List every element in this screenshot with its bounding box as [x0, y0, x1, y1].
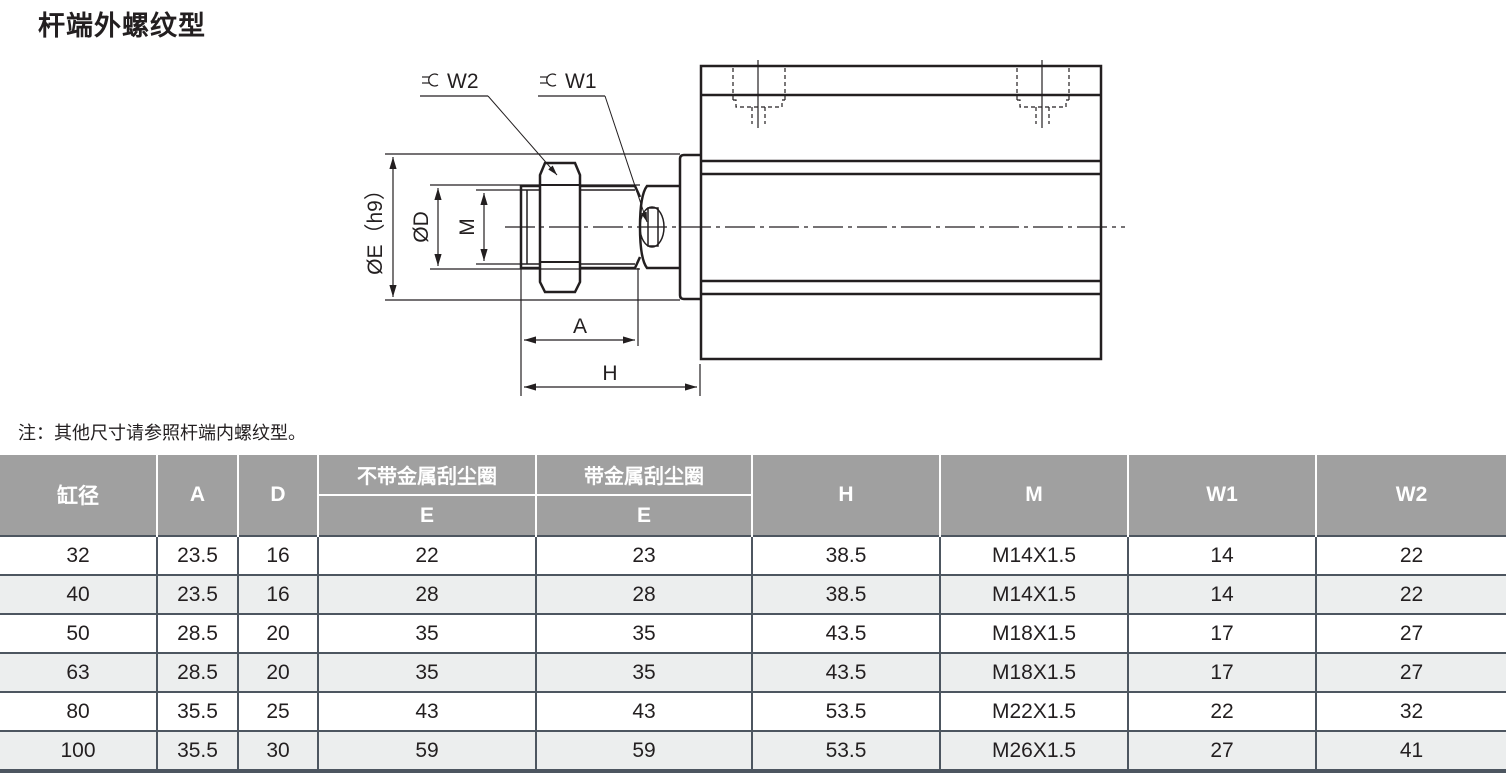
cell-e-with: 23	[535, 535, 752, 575]
cell-d: 30	[237, 730, 318, 773]
a-label: A	[573, 315, 587, 338]
cell-h: 38.5	[751, 535, 940, 575]
cell-bore: 80	[0, 691, 157, 731]
wrench-icon	[422, 73, 439, 87]
cell-w2: 27	[1315, 613, 1506, 653]
cell-a: 28.5	[156, 652, 238, 692]
table-row: 100 35.5 30 59 59 53.5 M26X1.5 27 41	[0, 730, 1506, 773]
cell-a: 23.5	[156, 535, 238, 575]
cell-w1: 27	[1127, 730, 1316, 773]
cell-e-no: 59	[317, 730, 536, 773]
cell-m: M14X1.5	[939, 535, 1128, 575]
table-row: 80 35.5 25 43 43 53.5 M22X1.5 22 32	[0, 691, 1506, 731]
cell-bore: 50	[0, 613, 157, 653]
cell-d: 20	[237, 652, 318, 692]
cell-a: 23.5	[156, 574, 238, 614]
cell-e-no: 22	[317, 535, 536, 575]
header-with-scraper: 带金属刮尘圈	[535, 455, 753, 495]
cell-e-no: 43	[317, 691, 536, 731]
cell-e-with: 43	[535, 691, 752, 731]
cell-w2: 32	[1315, 691, 1506, 731]
cell-h: 43.5	[751, 652, 940, 692]
cell-m: M18X1.5	[939, 652, 1128, 692]
cell-h: 53.5	[751, 691, 940, 731]
header-e-with-scraper: E	[535, 494, 752, 536]
cell-m: M26X1.5	[939, 730, 1128, 773]
cell-w2: 41	[1315, 730, 1506, 773]
cell-w2: 22	[1315, 574, 1506, 614]
w2-label: W2	[447, 70, 479, 93]
cell-e-no: 35	[317, 652, 536, 692]
cell-a: 35.5	[156, 730, 238, 773]
cell-m: M18X1.5	[939, 613, 1128, 653]
header-w1: W1	[1127, 455, 1317, 536]
cell-d: 20	[237, 613, 318, 653]
header-e-no-scraper: E	[318, 494, 537, 536]
cell-m: M14X1.5	[939, 574, 1128, 614]
cell-d: 16	[237, 574, 318, 614]
e-label: ØE（h9）	[364, 179, 387, 275]
cell-a: 35.5	[156, 691, 238, 731]
cell-w1: 17	[1127, 652, 1316, 692]
header-m: M	[939, 455, 1129, 536]
h-label: H	[602, 362, 617, 385]
cell-d: 16	[237, 535, 318, 575]
cell-a: 28.5	[156, 613, 238, 653]
note-text: 注：其他尺寸请参照杆端内螺纹型。	[18, 423, 306, 444]
header-bore: 缸径	[0, 455, 158, 536]
cell-e-with: 35	[535, 613, 752, 653]
table-row: 32 23.5 16 22 23 38.5 M14X1.5 14 22	[0, 535, 1506, 575]
d-label: ØD	[410, 211, 433, 243]
w1-label: W1	[565, 70, 597, 93]
wrench-icon	[540, 73, 557, 87]
cell-h: 43.5	[751, 613, 940, 653]
cell-bore: 32	[0, 535, 157, 575]
cell-e-with: 35	[535, 652, 752, 692]
cell-bore: 100	[0, 730, 157, 773]
page-title: 杆端外螺纹型	[38, 11, 206, 42]
cell-e-with: 28	[535, 574, 752, 614]
cell-bore: 40	[0, 574, 157, 614]
cell-m: M22X1.5	[939, 691, 1128, 731]
cell-w2: 27	[1315, 652, 1506, 692]
cell-d: 25	[237, 691, 318, 731]
cell-w2: 22	[1315, 535, 1506, 575]
cell-w1: 17	[1127, 613, 1316, 653]
cell-h: 38.5	[751, 574, 940, 614]
cell-w1: 22	[1127, 691, 1316, 731]
m-label: M	[456, 218, 479, 236]
table-row: 63 28.5 20 35 35 43.5 M18X1.5 17 27	[0, 652, 1506, 692]
cell-e-no: 35	[317, 613, 536, 653]
cylinder-drawing: W2 W1 A H ØE（h9） ØD M	[364, 60, 1125, 396]
header-a: A	[156, 455, 239, 536]
header-no-scraper: 不带金属刮尘圈	[317, 455, 537, 495]
cell-e-no: 28	[317, 574, 536, 614]
cell-w1: 14	[1127, 574, 1316, 614]
table-row: 50 28.5 20 35 35 43.5 M18X1.5 17 27	[0, 613, 1506, 653]
cell-e-with: 59	[535, 730, 752, 773]
spec-table: 缸径 A D 不带金属刮尘圈 带金属刮尘圈 H M W1 W2 E E 32 2…	[0, 455, 1506, 773]
cell-bore: 63	[0, 652, 157, 692]
header-w2: W2	[1315, 455, 1506, 536]
cell-w1: 14	[1127, 535, 1316, 575]
table-row: 40 23.5 16 28 28 38.5 M14X1.5 14 22	[0, 574, 1506, 614]
cell-h: 53.5	[751, 730, 940, 773]
header-h: H	[751, 455, 941, 536]
header-d: D	[237, 455, 319, 536]
